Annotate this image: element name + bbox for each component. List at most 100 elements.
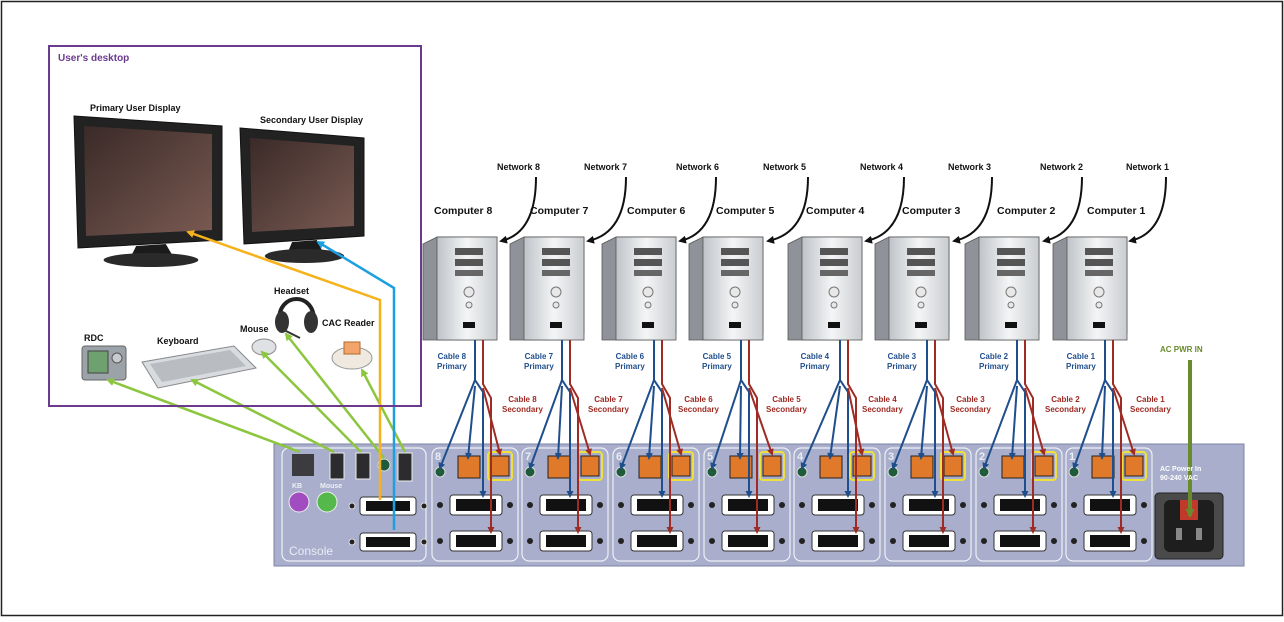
dvi-screw [960,538,966,544]
computer-tower-1 [1052,236,1128,341]
secondary-cable-8 [482,340,503,534]
peripheral-cable-4 [284,332,385,459]
network-arrow-6 [678,176,717,244]
drive-bay [455,270,483,276]
usb-port-1 [329,452,345,480]
port-number-3: 3 [888,451,895,463]
port-number-7: 7 [525,451,532,463]
primary-cable-branch [736,385,744,460]
reset-button [644,301,652,309]
primary-cable-2 [982,340,1029,498]
dvi-pins [1090,499,1130,511]
dvi-screw [597,538,603,544]
usb-b-port [1034,455,1054,477]
mouse-ps2-port [316,491,338,513]
drive-bay [634,248,662,255]
primary-cable-branch [528,379,563,470]
usb-b-port [638,455,662,479]
dvi-screw [437,502,443,508]
usb-b-port [819,455,843,479]
dvi-screw [507,502,513,508]
port-number-5: 5 [707,451,714,463]
secondary-cable-2 [1024,340,1046,534]
dvi-screw [709,502,715,508]
computer-label-8: Computer 8 [434,205,493,217]
drive-bay [455,248,483,255]
network-label-6: Network 6 [676,162,720,172]
network-label-7: Network 7 [584,162,628,172]
led-panel [1005,322,1017,328]
secondary-cable-line [934,340,947,534]
network-arrow-2 [1042,176,1083,244]
primary-cable-3 [891,340,939,498]
secondary-cable-5 [748,340,774,534]
drive-bay [997,259,1025,266]
usb-b-port [1124,455,1144,477]
primary-cable-branch [619,379,655,470]
audio-jack [615,466,627,478]
dvi-screw [981,538,987,544]
computer-tower-6 [601,236,677,341]
primary-cable-branch [710,379,742,470]
reset-button [552,301,560,309]
network-arrow-5 [766,176,809,244]
led-panel [915,322,927,328]
dvi-pins [909,499,949,511]
network-arrow-3 [952,176,993,244]
drive-bay [1085,259,1113,266]
primary-cable-5 [710,340,753,498]
peripheral-cable-2 [190,378,335,454]
monitor-base [103,253,199,267]
dvi-pins [909,535,949,547]
power-button [1005,286,1017,298]
dvi-screw [1051,538,1057,544]
power-pin [1176,528,1182,540]
console-dvi-primary [348,496,428,516]
cac-reader-label: CAC Reader [322,318,375,328]
drive-bay [907,270,935,276]
dvi-pins [366,537,410,547]
drive-bay [907,248,935,255]
peripheral-cable-5 [360,368,407,453]
drive-bay [634,259,662,266]
dvi-screw [779,538,785,544]
dvi-screw [709,538,715,544]
dvi-pins [546,535,586,547]
audio-jack [524,466,536,478]
primary-cable-4 [800,340,852,498]
network-label-3: Network 3 [948,162,992,172]
secondary-display-label: Secondary User Display [260,115,364,125]
port-number-2: 2 [979,451,986,463]
led-panel [1093,322,1105,328]
reset-button [731,301,739,309]
dvi-screw [890,538,896,544]
headset-label: Headset [274,286,310,296]
drive-bay [721,270,749,276]
power-button [463,286,475,298]
drive-bay [820,270,848,276]
usb-port-3 [397,452,413,482]
secondary-cable-line [569,340,582,534]
audio-jack [887,466,899,478]
dvi-screw [1071,502,1077,508]
peripheral-cable-1 [106,378,301,454]
usb-b-port [1091,455,1115,479]
drive-bay [542,270,570,276]
port-number-8: 8 [435,451,442,463]
primary-display [73,115,223,267]
reset-button [1095,301,1103,309]
ac-pwr-in-label: AC PWR IN [1160,345,1203,354]
secondary-cable-branch [482,387,503,456]
dvi-pins [1000,499,1040,511]
primary-cable-line [561,340,574,498]
dvi-pins [1000,535,1040,547]
secondary-cable-line [482,340,495,534]
led-panel [463,322,475,328]
reset-button [830,301,838,309]
port-section-frame [975,447,1063,562]
port-section-frame [521,447,609,562]
